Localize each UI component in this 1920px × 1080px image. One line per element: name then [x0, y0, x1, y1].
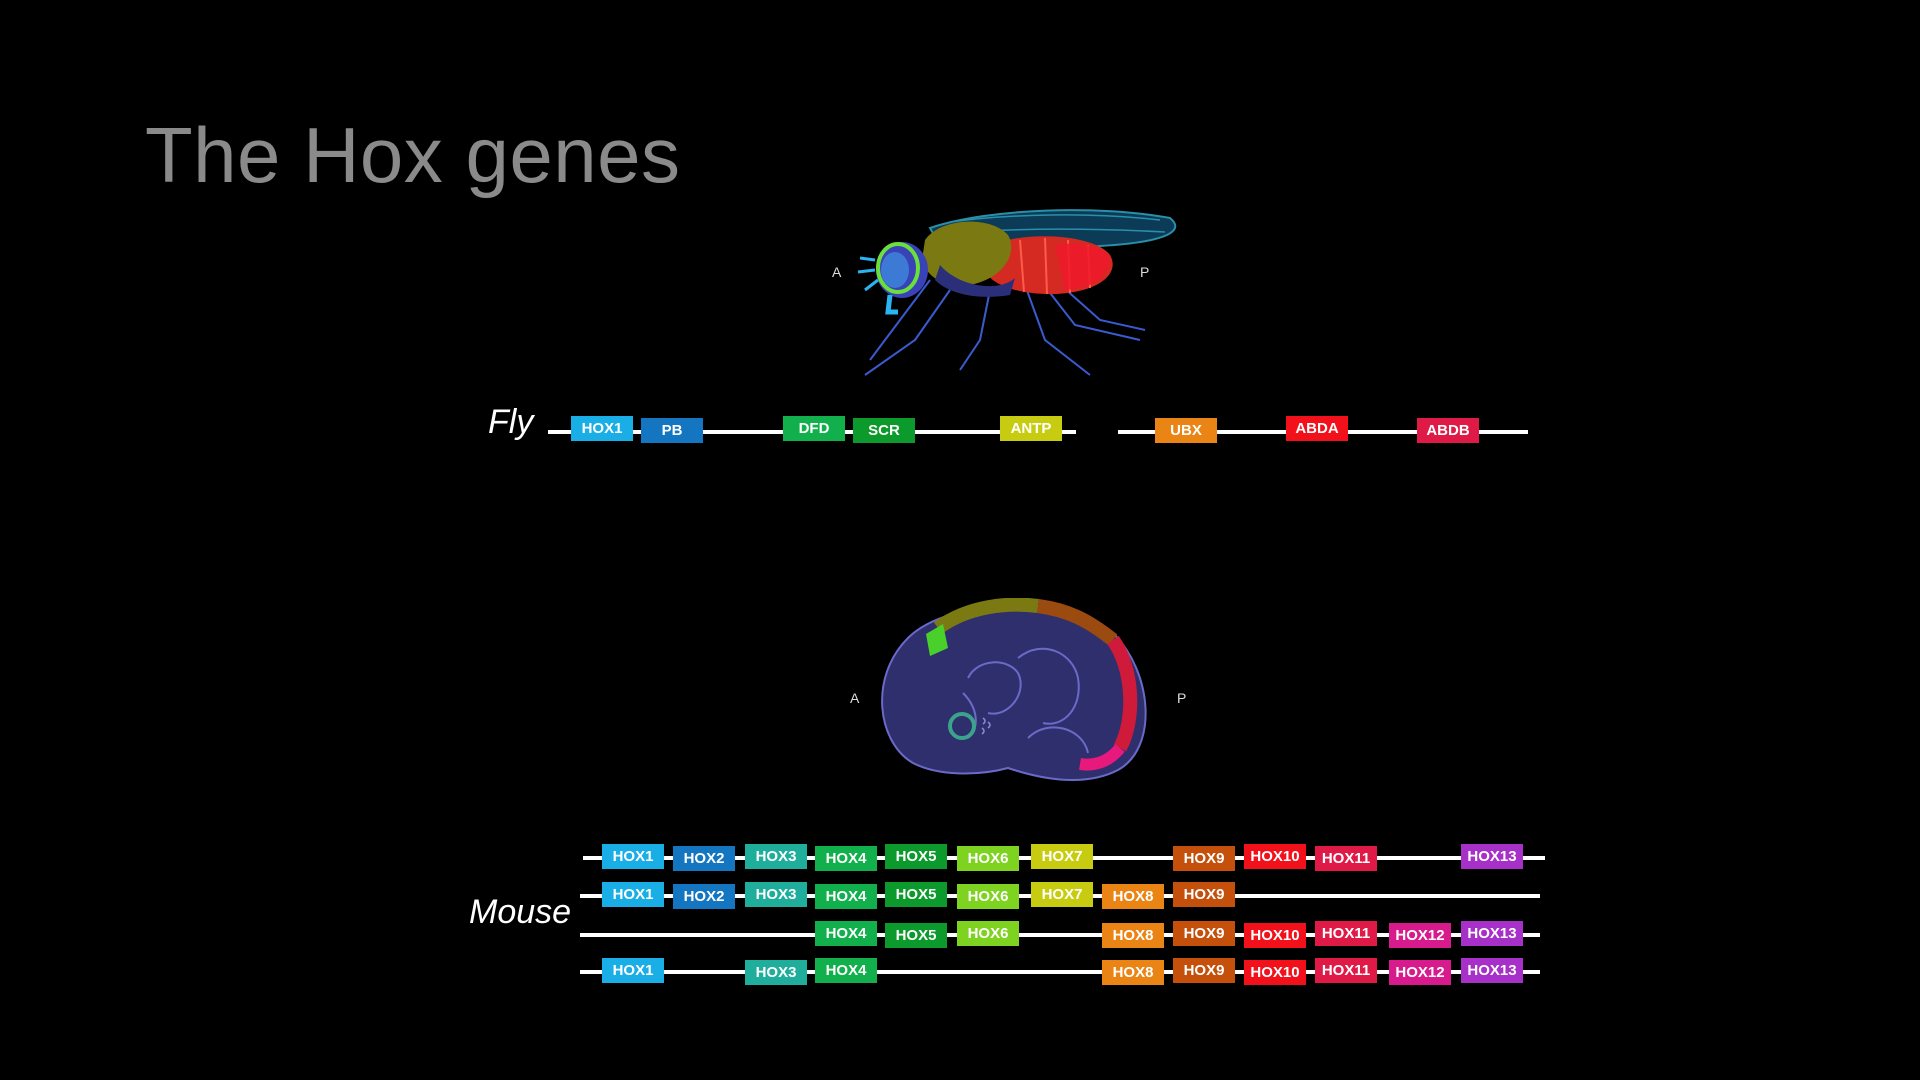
mouse-embryo-illustration [881, 598, 1147, 781]
mouse-gene-hox4: HOX4 [815, 846, 877, 871]
mouse-chromosome-line-4 [580, 970, 1540, 974]
mouse-label: Mouse [469, 893, 572, 931]
mouse-gene-hox9: HOX9 [1173, 921, 1235, 946]
mouse-gene-hox1: HOX1 [602, 844, 664, 869]
fly-gene-pb: PB [641, 418, 703, 443]
fly-gene-antp: ANTP [1000, 416, 1062, 441]
mouse-gene-hox7: HOX7 [1031, 844, 1093, 869]
fly-gene-ubx: UBX [1155, 418, 1217, 443]
mouse-gene-hox5: HOX5 [885, 882, 947, 907]
mouse-gene-hox4: HOX4 [815, 921, 877, 946]
mouse-gene-hox11: HOX11 [1315, 958, 1377, 983]
mouse-gene-hox5: HOX5 [885, 923, 947, 948]
mouse-gene-hox1: HOX1 [602, 958, 664, 983]
mouse-gene-hox6: HOX6 [957, 884, 1019, 909]
fly-gene-abda: ABDA [1286, 416, 1348, 441]
mouse-gene-hox9: HOX9 [1173, 882, 1235, 907]
mouse-gene-hox8: HOX8 [1102, 923, 1164, 948]
mouse-gene-hox11: HOX11 [1315, 846, 1377, 871]
fly-anterior-label: A [832, 264, 842, 280]
fly-gene-scr: SCR [853, 418, 915, 443]
fly-illustration [857, 209, 1177, 376]
mouse-gene-hox11: HOX11 [1315, 921, 1377, 946]
mouse-gene-hox3: HOX3 [745, 844, 807, 869]
mouse-gene-hox13: HOX13 [1461, 958, 1523, 983]
mouse-gene-hox12: HOX12 [1389, 923, 1451, 948]
mouse-gene-hox2: HOX2 [673, 846, 735, 871]
mouse-gene-hox9: HOX9 [1173, 846, 1235, 871]
mouse-gene-hox2: HOX2 [673, 884, 735, 909]
mouse-posterior-label: P [1177, 690, 1187, 706]
mouse-gene-hox6: HOX6 [957, 846, 1019, 871]
mouse-gene-hox8: HOX8 [1102, 884, 1164, 909]
mouse-gene-hox10: HOX10 [1244, 960, 1306, 985]
mouse-chromosome-line-3 [580, 933, 1540, 937]
mouse-gene-hox4: HOX4 [815, 884, 877, 909]
mouse-gene-hox13: HOX13 [1461, 844, 1523, 869]
fly-gene-hox1: HOX1 [571, 416, 633, 441]
fly-gene-dfd: DFD [783, 416, 845, 441]
mouse-gene-hox4: HOX4 [815, 958, 877, 983]
fly-gene-abdb: ABDB [1417, 418, 1479, 443]
fly-label: Fly [488, 403, 534, 441]
mouse-gene-hox7: HOX7 [1031, 882, 1093, 907]
fly-posterior-label: P [1140, 264, 1150, 280]
mouse-gene-hox3: HOX3 [745, 960, 807, 985]
slide-title: The Hox genes [145, 111, 681, 199]
mouse-gene-hox10: HOX10 [1244, 844, 1306, 869]
mouse-gene-hox6: HOX6 [957, 921, 1019, 946]
mouse-gene-hox12: HOX12 [1389, 960, 1451, 985]
mouse-gene-hox3: HOX3 [745, 882, 807, 907]
mouse-gene-hox1: HOX1 [602, 882, 664, 907]
mouse-anterior-label: A [850, 690, 860, 706]
mouse-gene-hox5: HOX5 [885, 844, 947, 869]
mouse-gene-hox8: HOX8 [1102, 960, 1164, 985]
mouse-gene-hox10: HOX10 [1244, 923, 1306, 948]
mouse-gene-hox9: HOX9 [1173, 958, 1235, 983]
mouse-gene-hox13: HOX13 [1461, 921, 1523, 946]
